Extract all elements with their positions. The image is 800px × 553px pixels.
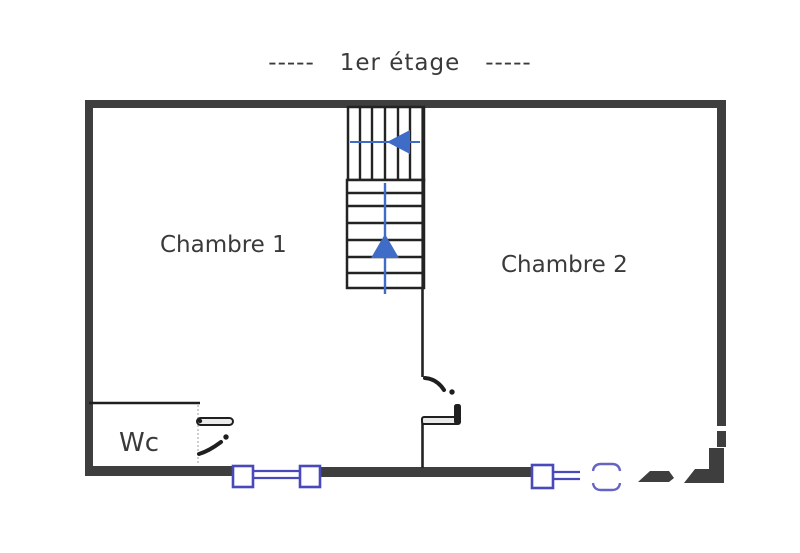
window-frame-box [530, 463, 555, 490]
window-2 [530, 462, 622, 492]
staircase [345, 105, 426, 294]
wall-bottom-left-segment [85, 466, 235, 476]
wall-right-broken-piece [717, 431, 726, 447]
door-hinge-dot [223, 434, 229, 440]
door-pivot-dot [197, 418, 203, 424]
wall-top [85, 100, 726, 108]
room-label-chambre1: Chambre 1 [160, 232, 287, 258]
wall-bottom-mid-segment [321, 467, 533, 477]
door-leaf-end [454, 404, 461, 424]
floor-title: ----- 1er étage ----- [268, 50, 532, 76]
wall-fragment-corner [684, 448, 724, 483]
wall-right [717, 100, 726, 426]
window-frame-box [298, 464, 322, 489]
window-frame-remnant-top [591, 462, 622, 472]
door-swing-arc [423, 376, 446, 392]
wall-fragment-diagonal [638, 471, 674, 482]
door-wc [196, 417, 234, 456]
room-label-wc: Wc [119, 428, 160, 458]
window-frame-remnant-bottom [591, 482, 622, 492]
door-hinge-dot [449, 389, 455, 395]
door-leaf [196, 417, 234, 426]
door-swing-arc [197, 440, 223, 456]
window-frame-box [231, 464, 255, 489]
interior-wall-center [421, 107, 425, 468]
window-1 [231, 464, 322, 489]
outer-walls [85, 100, 726, 483]
wall-left [85, 100, 93, 476]
door-chambre2 [421, 376, 461, 425]
room-label-chambre2: Chambre 2 [501, 252, 628, 278]
stairs-up-arrow-icon [371, 183, 399, 294]
stairs-left-arrow-icon [350, 130, 420, 154]
wc-room [89, 401, 234, 465]
